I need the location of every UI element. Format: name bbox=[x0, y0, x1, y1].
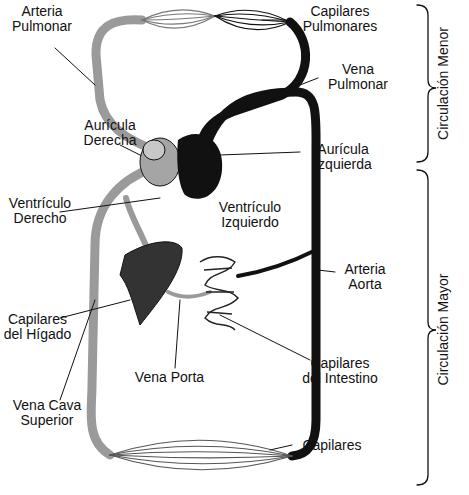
part-label: Vena Porta bbox=[122, 370, 217, 385]
section-label: Circulación Menor bbox=[436, 19, 451, 149]
part-label: Vena Pulmonar bbox=[318, 62, 398, 92]
part-label: Arteria Aorta bbox=[330, 262, 400, 292]
part-label: Capilares bbox=[292, 438, 372, 453]
part-label: Ventrículo Derecho bbox=[0, 196, 80, 226]
section-label: Circulación Mayor bbox=[436, 265, 451, 395]
part-label: Capilares Pulmonares bbox=[290, 4, 390, 34]
part-label: Capilares del Intestino bbox=[300, 356, 380, 386]
part-label: Arteria Pulmonar bbox=[2, 4, 82, 34]
part-label: Aurícula Izquierda bbox=[298, 142, 388, 172]
part-label: Ventrículo Izquierdo bbox=[205, 200, 295, 230]
part-label: Capilares del Hígado bbox=[0, 312, 75, 342]
part-label: Aurícula Derecha bbox=[70, 118, 150, 148]
part-label: Vena Cava Superior bbox=[2, 398, 92, 428]
